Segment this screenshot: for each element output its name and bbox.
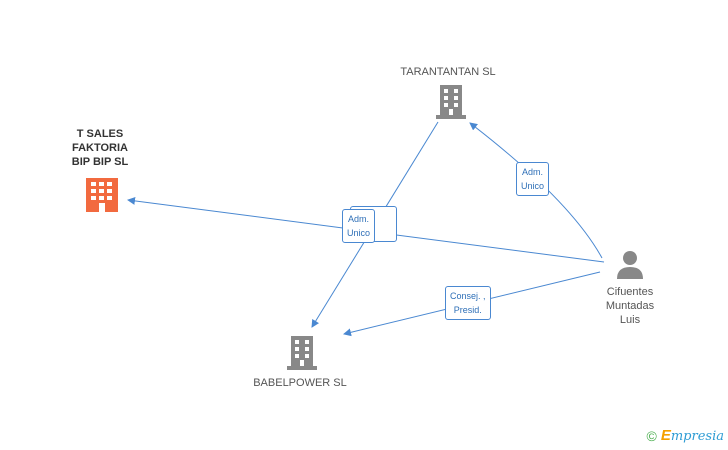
edge-label-adm-unico-tarantantan[interactable]: Adm. Unico (516, 162, 550, 196)
edge-label-line: Adm. (348, 214, 370, 224)
edge-label-line: Presid. (453, 305, 482, 315)
person-line-1: Cifuentes (606, 286, 654, 298)
edge-label-consej-presid[interactable]: Consej. , Presid. (445, 286, 491, 320)
logo-initial: E (660, 427, 671, 444)
node-label-person: Cifuentes Muntadas Luis (580, 285, 680, 327)
person-line-2: Muntadas (605, 300, 655, 312)
building-icon-babelpower[interactable] (287, 336, 317, 370)
edge-label-line: Consej. , (450, 291, 486, 301)
edge-label-line: Unico (521, 181, 545, 191)
node-label-t-sales: T SALES FAKTORIA BIP BIP SL (50, 127, 150, 169)
building-icon-t-sales[interactable] (86, 178, 118, 212)
person-line-3: Luis (619, 314, 641, 326)
node-label-tarantantan: TARANTANTAN SL (400, 66, 496, 78)
edge-person-tarantantan (469, 122, 603, 259)
copyright-symbol: © (646, 427, 657, 444)
edge-label-line: Adm. (522, 167, 544, 177)
person-icon[interactable] (615, 249, 645, 279)
edge-label-adm-unico-tsales[interactable]: Adm. Unico (342, 209, 376, 243)
empresia-logo[interactable]: Empresia (661, 427, 724, 444)
t-sales-line-2: FAKTORIA (71, 142, 129, 154)
building-icon-tarantantan[interactable] (436, 85, 466, 119)
node-label-babelpower: BABELPOWER SL (253, 377, 347, 389)
footer-brand: © Empresia (647, 427, 724, 444)
t-sales-line-3: BIP BIP SL (71, 156, 129, 168)
edge-label-line: Unico (347, 228, 371, 238)
logo-text: mpresia (670, 429, 724, 444)
t-sales-line-1: T SALES (76, 128, 124, 140)
